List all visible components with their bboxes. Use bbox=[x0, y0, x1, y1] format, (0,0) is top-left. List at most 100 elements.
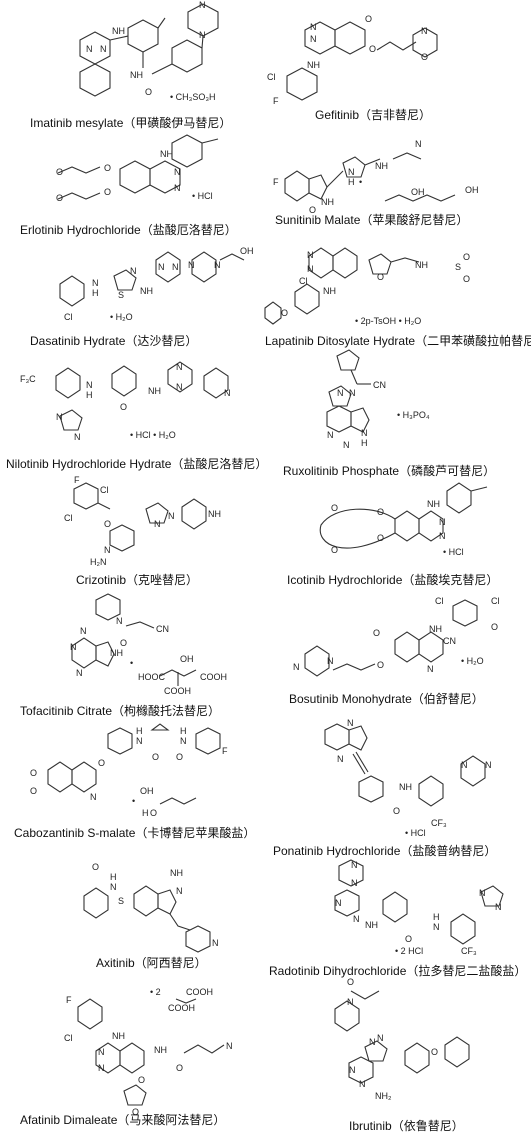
compound-bosutinib: Cl Cl O NH CN N O O N N • H₂O Bosutinib … bbox=[265, 590, 531, 720]
svg-text:N: N bbox=[349, 388, 356, 398]
caption-cabozantinib: Cabozantinib S-malate（卡博替尼苹果酸盐） bbox=[14, 826, 256, 840]
svg-text:N: N bbox=[172, 262, 179, 272]
svg-text:N: N bbox=[337, 388, 344, 398]
svg-text:N: N bbox=[327, 430, 334, 440]
salt-bosutinib: • H₂O bbox=[461, 656, 484, 666]
svg-text:Cl: Cl bbox=[299, 276, 308, 286]
svg-text:NH: NH bbox=[148, 386, 161, 396]
svg-text:O: O bbox=[405, 934, 412, 944]
svg-text:N: N bbox=[174, 167, 181, 177]
svg-text:N: N bbox=[335, 898, 342, 908]
svg-text:O: O bbox=[421, 52, 428, 62]
svg-text:F: F bbox=[273, 177, 279, 187]
compound-ruxolitinib: CN N N N N H N • H₃PO₄ Ruxolitinib Phosp… bbox=[265, 349, 531, 478]
svg-text:O: O bbox=[98, 758, 105, 768]
svg-text:N: N bbox=[174, 183, 181, 193]
svg-text:NH: NH bbox=[110, 648, 123, 658]
svg-text:NH: NH bbox=[375, 161, 388, 171]
svg-text:NH: NH bbox=[154, 1045, 167, 1055]
svg-text:H: H bbox=[348, 177, 355, 187]
compound-gefitinib: N N O O N O NH Cl F Gefitinib（吉非替尼） bbox=[265, 0, 531, 135]
svg-text:COOH: COOH bbox=[164, 686, 191, 696]
salt-ruxolitinib: • H₃PO₄ bbox=[397, 410, 430, 420]
svg-text:O: O bbox=[132, 1107, 139, 1117]
svg-text:N: N bbox=[176, 362, 183, 372]
compound-crizotinib: F Cl Cl O N H₂N N N NH Crizotinib（克唑替尼） bbox=[0, 475, 265, 590]
compound-tofacitinib: N O CN N N N NH OH HOOC COOH COOH • Tofa… bbox=[0, 590, 265, 720]
svg-text:N: N bbox=[110, 882, 117, 892]
salt-erlotinib: • HCl bbox=[192, 191, 213, 201]
svg-text:O: O bbox=[331, 545, 338, 555]
svg-text:N: N bbox=[158, 262, 165, 272]
svg-text:CN: CN bbox=[443, 636, 456, 646]
svg-text:OH: OH bbox=[465, 185, 479, 195]
svg-text:N: N bbox=[92, 278, 99, 288]
svg-text:Cl: Cl bbox=[267, 72, 276, 82]
svg-text:NH: NH bbox=[112, 26, 125, 36]
structure-ponatinib: N N NH O CF₃ N N bbox=[324, 718, 492, 828]
svg-text:N: N bbox=[307, 250, 314, 260]
compound-erlotinib: N N NH O O O O • HCl Erlotinib Hydrochlo… bbox=[0, 134, 265, 240]
svg-text:N: N bbox=[188, 260, 195, 270]
caption-ibrutinib: Ibrutinib（依鲁替尼） bbox=[349, 1119, 464, 1133]
svg-text:H: H bbox=[142, 808, 149, 818]
svg-text:N: N bbox=[433, 922, 440, 932]
svg-text:N: N bbox=[439, 517, 446, 527]
svg-text:NH: NH bbox=[208, 509, 221, 519]
svg-text:N: N bbox=[70, 642, 77, 652]
svg-text:O: O bbox=[152, 752, 159, 762]
salt-icotinib: • HCl bbox=[443, 547, 464, 557]
structure-radotinib: N N N N NH O H N CF₃ N N bbox=[334, 859, 504, 956]
svg-text:NH: NH bbox=[399, 782, 412, 792]
caption-crizotinib: Crizotinib（克唑替尼） bbox=[76, 573, 199, 587]
svg-text:OH: OH bbox=[140, 786, 154, 796]
svg-text:N: N bbox=[327, 656, 334, 666]
salt-radotinib: • 2 HCl bbox=[395, 946, 424, 956]
compound-dasatinib: Cl H N S N NH N N N N OH • H₂O Dasatinib… bbox=[0, 240, 265, 350]
svg-text:N: N bbox=[369, 1037, 376, 1047]
caption-tofacitinib: Tofacitinib Citrate（枸橼酸托法替尼） bbox=[20, 704, 221, 718]
svg-text:N: N bbox=[100, 44, 107, 54]
compound-radotinib: N N N N NH O H N CF₃ N N • 2 HCl Radotin… bbox=[265, 859, 531, 978]
compound-icotinib: N N NH O O O O • HCl Icotinib Hydrochlor… bbox=[265, 475, 531, 590]
svg-text:H₂N: H₂N bbox=[90, 557, 107, 567]
svg-text:O: O bbox=[30, 786, 37, 796]
structure-tofacitinib: N O CN N N N NH OH HOOC COOH COOH bbox=[70, 593, 227, 696]
svg-text:N: N bbox=[359, 1079, 366, 1089]
svg-text:NH: NH bbox=[427, 499, 440, 509]
svg-text:NH: NH bbox=[170, 868, 183, 878]
svg-text:H: H bbox=[110, 872, 117, 882]
svg-text:Cl: Cl bbox=[100, 485, 109, 495]
svg-text:Cl: Cl bbox=[435, 596, 444, 606]
svg-text:N: N bbox=[90, 792, 97, 802]
svg-text:O: O bbox=[463, 252, 470, 262]
svg-text:N: N bbox=[349, 1065, 356, 1075]
svg-text:O: O bbox=[281, 308, 288, 318]
svg-text:F₃C: F₃C bbox=[20, 374, 36, 384]
svg-text:CN: CN bbox=[373, 380, 386, 390]
svg-text:NH: NH bbox=[130, 70, 143, 80]
compound-afatinib: F Cl NH N N NH O N O O COOH COOH • 2 Afa… bbox=[0, 975, 265, 1140]
salt-tofacitinib: • bbox=[130, 658, 134, 668]
svg-text:N: N bbox=[347, 718, 354, 728]
svg-text:O: O bbox=[92, 862, 99, 872]
svg-text:O: O bbox=[431, 1047, 438, 1057]
structure-afatinib: F Cl NH N N NH O N O O COOH COOH bbox=[64, 987, 233, 1117]
compound-cabozantinib: H N O O H N F O N O O OH H O • Cabozanti… bbox=[0, 720, 265, 860]
svg-text:N: N bbox=[307, 264, 314, 274]
svg-text:N: N bbox=[310, 34, 317, 44]
salt-cabozantinib: • bbox=[132, 796, 136, 806]
svg-text:O: O bbox=[373, 628, 380, 638]
svg-text:O: O bbox=[331, 503, 338, 513]
structure-lapatinib: N N O NH S O O NH Cl O bbox=[264, 247, 470, 325]
svg-text:NH: NH bbox=[415, 260, 428, 270]
svg-text:N: N bbox=[212, 938, 219, 948]
svg-text:NH₂: NH₂ bbox=[375, 1091, 392, 1101]
svg-text:F: F bbox=[74, 475, 80, 485]
svg-text:Cl: Cl bbox=[491, 596, 500, 606]
svg-text:COOH: COOH bbox=[186, 987, 213, 997]
svg-text:N: N bbox=[199, 30, 206, 40]
svg-text:O: O bbox=[377, 660, 384, 670]
svg-text:CF₃: CF₃ bbox=[431, 818, 447, 828]
svg-text:O: O bbox=[491, 622, 498, 632]
